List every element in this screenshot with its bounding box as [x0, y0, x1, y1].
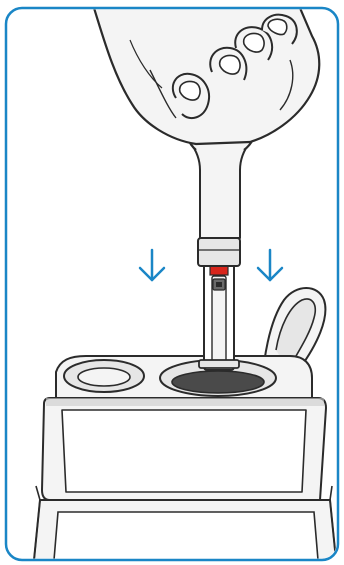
syringe-collar [198, 238, 240, 266]
container-lid-shadow [46, 398, 324, 406]
syringe-bottom-flange [199, 360, 239, 368]
container-small-opening-inner [78, 368, 130, 386]
container-front-panel [62, 410, 306, 492]
container-base-inner [54, 512, 318, 560]
container-main-opening-hole [172, 371, 264, 393]
syringe-red-stopper [210, 266, 228, 275]
syringe-holder-shaft [190, 142, 250, 238]
